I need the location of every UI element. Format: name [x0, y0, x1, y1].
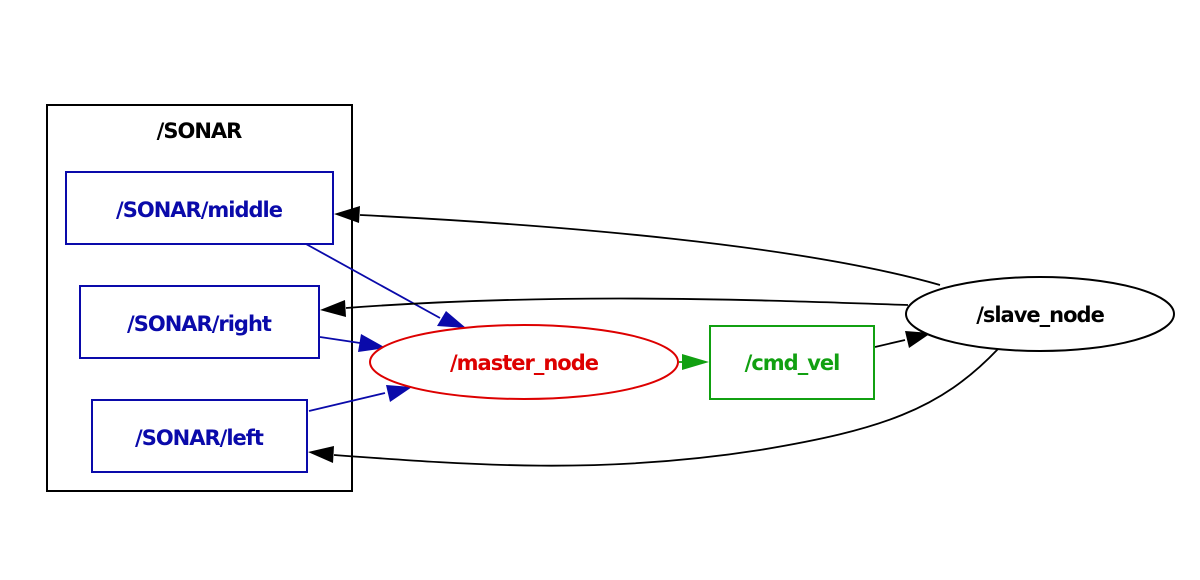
node-sonar-middle[interactable]: /SONAR/middle — [65, 171, 334, 245]
edge-line — [319, 336, 361, 344]
edge-slave-to-middle[interactable] — [334, 206, 941, 286]
node-sonar-right[interactable]: /SONAR/right — [79, 285, 320, 359]
node-label: /master_node — [450, 351, 599, 375]
node-label: /slave_node — [976, 303, 1104, 327]
edge-master-to-cmdvel[interactable] — [679, 354, 709, 370]
arrowhead-icon — [437, 311, 466, 328]
arrowhead-icon — [358, 334, 386, 352]
edge-line — [345, 297, 909, 309]
node-box — [65, 171, 334, 245]
cluster-label: /SONAR — [157, 119, 242, 143]
arrowhead-icon — [320, 300, 346, 317]
node-master[interactable]: /master_node — [369, 324, 679, 400]
edge-line — [359, 214, 941, 286]
node-label: /cmd_vel — [745, 351, 840, 375]
arrowhead-icon — [682, 354, 709, 370]
node-ellipse — [369, 324, 679, 400]
cluster-border — [46, 104, 353, 492]
node-box — [79, 285, 320, 359]
arrowhead-icon — [334, 206, 360, 223]
node-box — [91, 399, 308, 473]
node-label: /SONAR/middle — [116, 198, 283, 222]
edge-right-to-master[interactable] — [319, 334, 386, 352]
node-ellipse — [905, 276, 1175, 352]
edge-left-to-master[interactable] — [308, 385, 412, 412]
arrowhead-icon — [386, 385, 412, 402]
node-label: /SONAR/left — [135, 426, 264, 450]
edge-line — [333, 348, 999, 467]
node-cmd-vel[interactable]: /cmd_vel — [709, 325, 875, 400]
edge-cmdvel-to-slave[interactable] — [874, 331, 931, 348]
arrowhead-icon — [308, 446, 334, 463]
node-slave[interactable]: /slave_node — [905, 276, 1175, 352]
edge-slave-to-right[interactable] — [320, 297, 909, 317]
edge-slave-to-left[interactable] — [308, 348, 999, 467]
edge-line — [308, 392, 386, 412]
node-label: /SONAR/right — [127, 312, 272, 336]
arrowhead-icon — [905, 331, 931, 348]
edge-line — [874, 339, 906, 348]
cluster-sonar: /SONAR — [46, 104, 353, 492]
node-box — [709, 325, 875, 400]
edge-middle-to-master[interactable] — [305, 243, 466, 328]
edge-line — [305, 243, 441, 319]
node-sonar-left[interactable]: /SONAR/left — [91, 399, 308, 473]
